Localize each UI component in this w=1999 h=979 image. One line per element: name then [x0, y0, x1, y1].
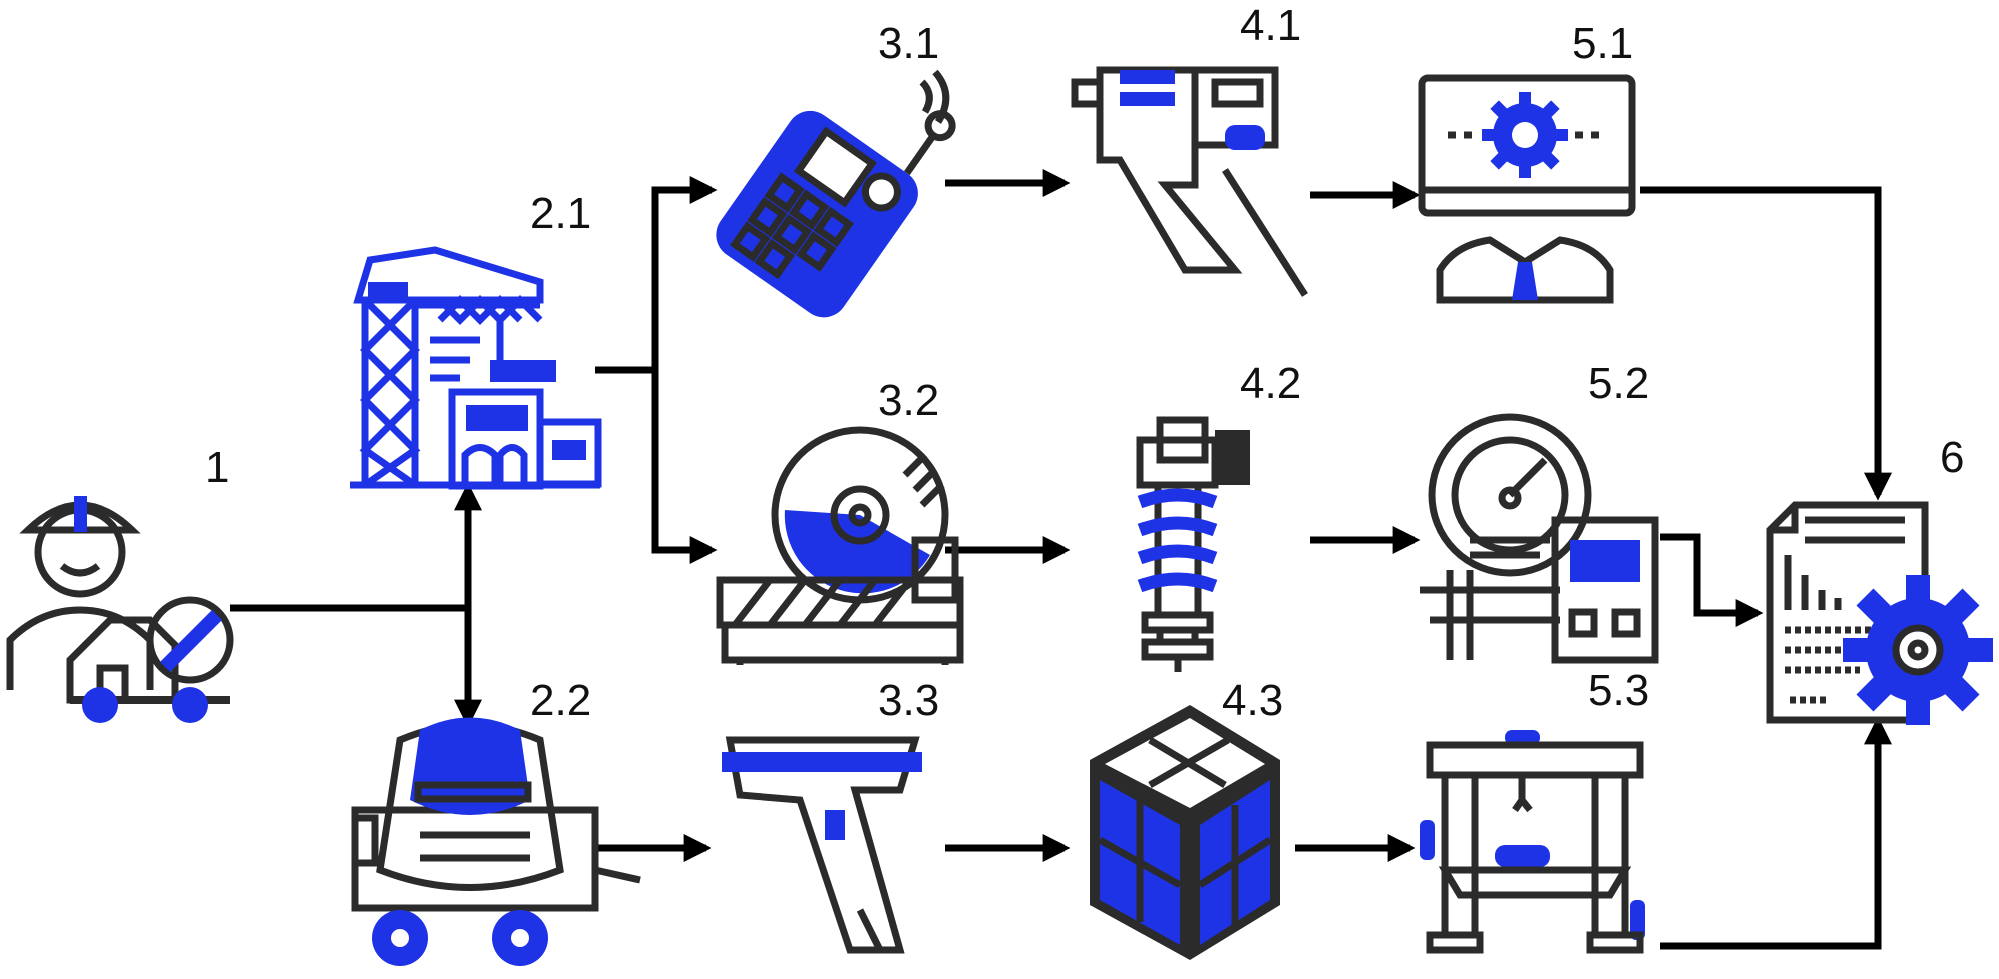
edge-2.1-to-3.2	[651, 370, 718, 564]
edge-2.1-to-3.1	[595, 176, 718, 374]
operator-monitor-gear-icon	[1418, 74, 1636, 304]
node-label-3.2: 3.2	[878, 376, 939, 425]
edge-5.3-to-6	[1660, 716, 1892, 950]
concrete-mixer-icon	[351, 717, 641, 966]
cube-icon	[1090, 705, 1280, 960]
document-gear-icon	[1766, 501, 1993, 725]
node-label-5.2: 5.2	[1588, 359, 1649, 408]
edge-5.2-to-6	[1660, 533, 1764, 627]
node-label-4.3: 4.3	[1222, 676, 1283, 725]
node-label-3.3: 3.3	[878, 676, 939, 725]
construction-crane-building-icon	[350, 246, 602, 490]
worker-with-mixer-icon	[6, 496, 234, 723]
walkie-talkie-icon	[716, 69, 956, 318]
node-labels: 1 2.1 2.2 3.1 3.2 3.3 4.1 4.2 4.3 5.1 5.…	[205, 1, 1964, 725]
node-label-5.3: 5.3	[1588, 666, 1649, 715]
cutting-saw-icon	[716, 426, 964, 665]
node-label-4.1: 4.1	[1240, 1, 1301, 50]
connectors	[230, 169, 1892, 950]
node-label-4.2: 4.2	[1240, 359, 1301, 408]
node-label-2.1: 2.1	[530, 189, 591, 238]
node-label-3.1: 3.1	[878, 19, 939, 68]
node-label-1: 1	[205, 443, 229, 492]
node-label-6: 6	[1940, 433, 1964, 482]
drill-icon	[1071, 66, 1308, 297]
pressure-gauge-icon	[1420, 413, 1659, 664]
press-machine-icon	[1420, 730, 1645, 954]
barcode-scanner-icon	[722, 736, 922, 954]
shock-absorber-icon	[1136, 416, 1250, 672]
edge-5.1-to-6	[1640, 186, 1892, 501]
node-label-5.1: 5.1	[1572, 19, 1633, 68]
node-label-2.2: 2.2	[530, 676, 591, 725]
